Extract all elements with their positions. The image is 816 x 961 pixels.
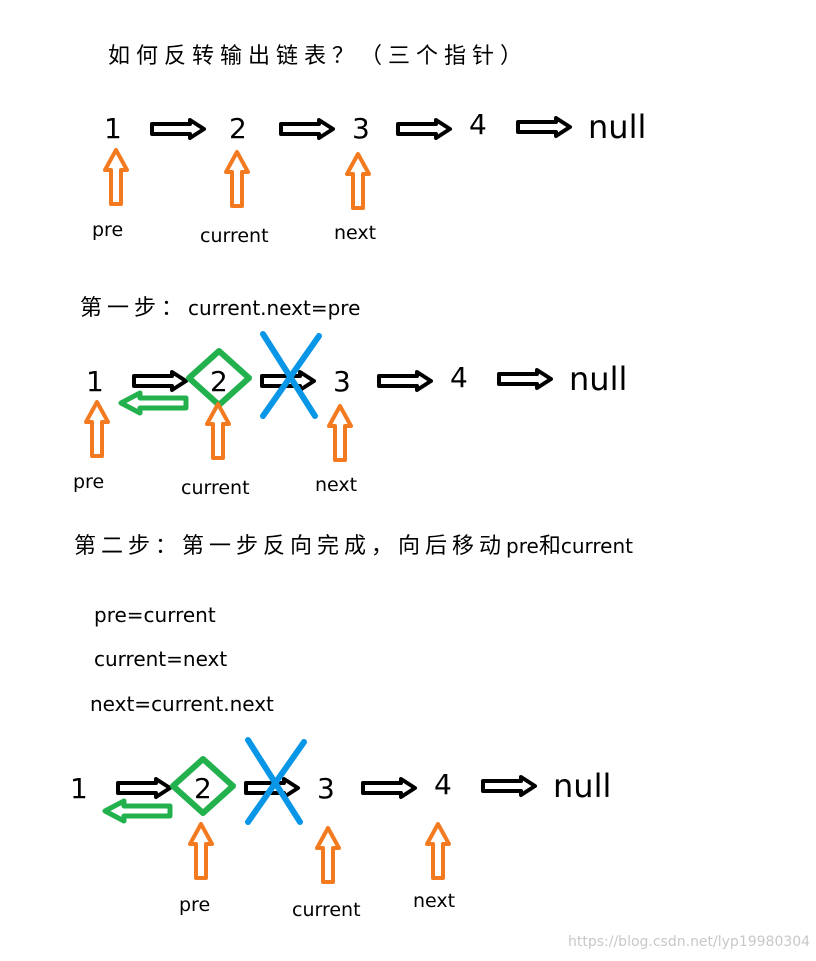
step-1-text: 第一步：current.next=pre [80, 290, 360, 322]
right-arrow-icon [361, 777, 417, 799]
assignment-line: pre=current [94, 603, 216, 627]
right-arrow-icon [497, 368, 553, 390]
node-4: 4 [434, 768, 452, 801]
left-arrow-icon [102, 798, 173, 824]
right-arrow-icon [279, 118, 335, 140]
step-1-label: 第一步： [80, 296, 189, 321]
node-3: 3 [352, 112, 370, 145]
node-3: 3 [317, 772, 335, 805]
up-arrow-icon [103, 148, 129, 206]
pointer-label-next: next [315, 474, 358, 496]
step-2-mid: 和 [538, 534, 561, 559]
diamond-highlight-icon [186, 348, 252, 408]
assignment-line: next=current.next [90, 692, 274, 716]
pointer-label-current: current [181, 477, 250, 499]
node-1: 1 [70, 772, 88, 805]
cross-icon [260, 331, 322, 419]
pointer-label-pre: pre [73, 471, 105, 493]
node-3: 3 [333, 365, 351, 398]
step-1-code: current.next=pre [188, 296, 361, 320]
pointer-label-next: next [413, 890, 456, 912]
assignment-line: current=next [94, 647, 228, 671]
step-2-text: 第二步：第一步反向完成，向后移动pre和current [74, 528, 633, 560]
up-arrow-icon [84, 400, 110, 458]
null-node: null [588, 108, 647, 146]
diamond-highlight-icon [170, 756, 236, 816]
right-arrow-icon [481, 775, 537, 797]
page-title: 如何反转输出链表？（三个指针） [108, 44, 529, 69]
right-arrow-icon [396, 118, 452, 140]
node-2: 2 [194, 772, 212, 805]
up-arrow-icon [224, 150, 250, 208]
up-arrow-icon [315, 826, 341, 884]
pointer-label-pre: pre [179, 894, 211, 916]
node-1: 1 [104, 112, 122, 145]
step-2-code-current: current [560, 534, 633, 558]
left-arrow-icon [118, 390, 189, 416]
node-4: 4 [450, 361, 468, 394]
up-arrow-icon [345, 152, 371, 210]
up-arrow-icon [188, 822, 214, 880]
node-2: 2 [229, 112, 247, 145]
right-arrow-icon [116, 777, 172, 799]
step-2-code-pre: pre [506, 534, 539, 558]
up-arrow-icon [205, 402, 231, 460]
up-arrow-icon [425, 822, 451, 880]
right-arrow-icon [150, 118, 206, 140]
node-1: 1 [86, 365, 104, 398]
watermark: https://blog.csdn.net/lyp19980304 [568, 934, 811, 950]
right-arrow-icon [516, 116, 572, 138]
up-arrow-icon [327, 404, 353, 462]
null-node: null [553, 767, 612, 805]
cross-icon [245, 737, 307, 825]
pointer-label-current: current [200, 225, 269, 247]
pointer-label-pre: pre [92, 219, 124, 241]
right-arrow-icon [132, 370, 188, 392]
node-4: 4 [469, 108, 487, 141]
node-2: 2 [210, 365, 228, 398]
right-arrow-icon [377, 370, 433, 392]
step-2-label: 第二步：第一步反向完成，向后移动 [74, 534, 507, 559]
null-node: null [569, 360, 628, 398]
pointer-label-current: current [292, 899, 361, 921]
pointer-label-next: next [334, 222, 377, 244]
